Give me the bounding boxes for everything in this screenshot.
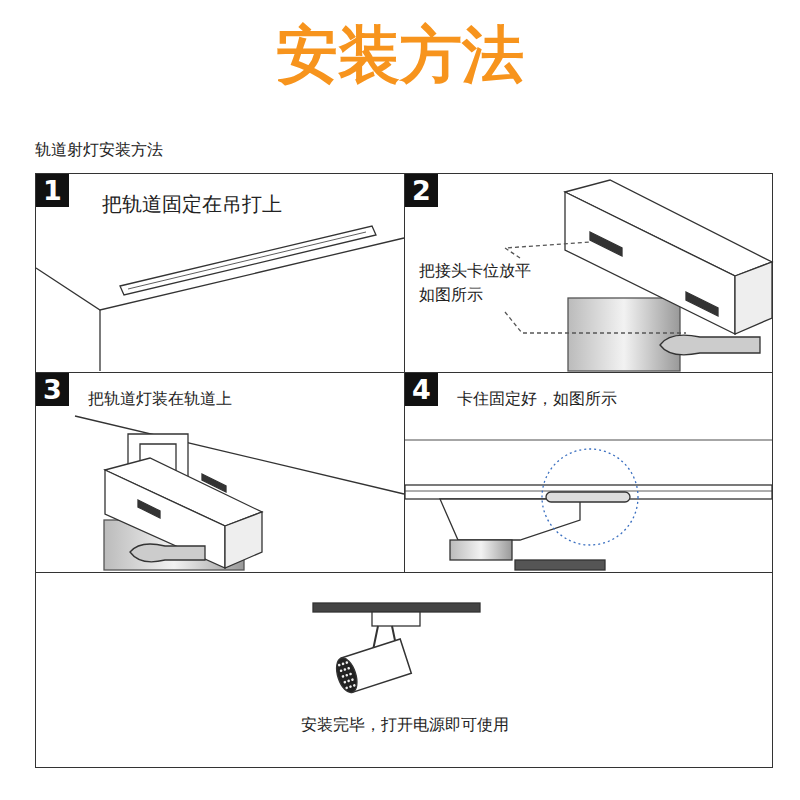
locking-tab [130,544,205,562]
led-dot [345,674,348,677]
ceiling-edge [36,238,404,310]
connector-front [105,470,225,568]
connector-slot [590,232,622,256]
wall-corner [99,310,100,371]
locking-tab [660,335,760,355]
led-dot [347,667,350,670]
led-dot [349,672,352,675]
result-panel: 安装完毕，打开电源即可使用 [35,572,773,768]
step-number-text: 2 [412,177,431,204]
detail-circle [542,449,638,545]
led-dot [339,669,342,672]
led-dot [343,668,346,671]
step-instruction: 把接头卡位放平 如图所示 [417,259,538,307]
lamp-face [333,655,361,695]
step-instruction: 安装完毕，打开电源即可使用 [299,713,511,737]
lamp-body [450,540,512,560]
led-dot [341,675,344,678]
track-slot [128,232,366,289]
led-dot [351,678,354,681]
step-number-text: 4 [412,376,431,403]
connector-block [372,612,420,626]
leader-line [505,242,590,258]
lamp-body [568,298,680,371]
step-number: 3 [36,373,69,406]
step-instruction: 把轨道灯装在轨道上 [86,387,234,411]
locking-tab [546,492,630,502]
connector-side [225,512,262,568]
ceiling-edge [405,439,772,440]
step-number: 1 [36,174,69,207]
led-dot [349,685,352,688]
page-title: 安装方法 [0,18,800,92]
connector-slot [138,500,160,518]
step-panel: 把接头卡位放平 如图所示 2 [404,173,773,373]
led-dot [345,661,348,664]
step-panel: 把轨道灯装在轨道上 3 [35,372,405,573]
led-dot [345,686,348,689]
subtitle: 轨道射灯安装方法 [35,140,163,161]
connector-block [440,499,580,540]
step-instruction: 把轨道固定在吊打上 [100,189,284,219]
track-rail [313,603,480,612]
connector-slot [686,292,718,316]
led-dot [343,681,346,684]
led-dot [341,662,344,665]
step-panel: 卡住固定好，如图所示 4 [404,372,773,573]
led-dot [353,684,356,687]
step-panel: 把轨道固定在吊打上 1 [35,173,405,373]
lamp-body [515,560,605,570]
led-dot [347,679,350,682]
step-number-text: 3 [43,376,62,403]
track-rail [120,226,376,295]
step-number: 4 [405,373,438,406]
connector-front [565,192,735,334]
led-dot [338,663,341,666]
leader-line [505,312,686,333]
step-number-text: 1 [43,177,62,204]
step-number: 2 [405,174,438,207]
step-instruction: 卡住固定好，如图所示 [455,387,619,411]
connector-side [735,262,772,334]
connector-slot [202,474,226,492]
